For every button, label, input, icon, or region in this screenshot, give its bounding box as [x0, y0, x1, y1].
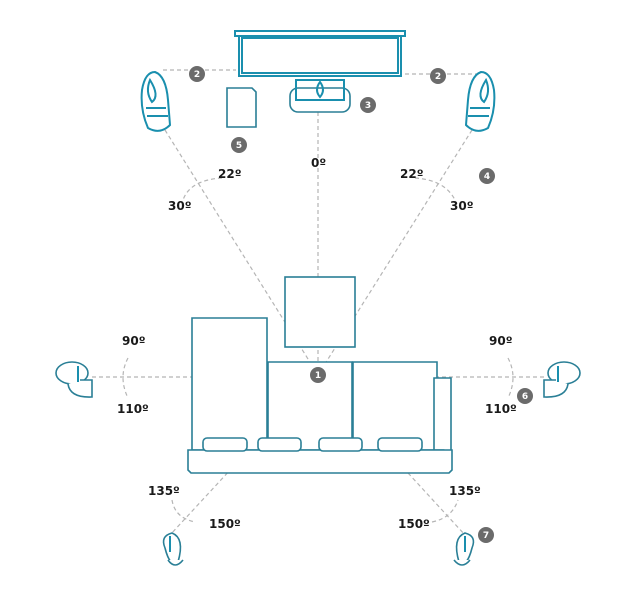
- angle-front-right-inner: 22º: [400, 167, 424, 181]
- angle-side-right-top: 90º: [489, 334, 513, 348]
- angle-front-left-inner: 22º: [218, 167, 242, 181]
- svg-text:6: 6: [522, 392, 528, 402]
- badge-center: 3: [360, 97, 376, 113]
- badge-front-left: 2: [189, 66, 205, 82]
- sofa-icon: [187, 317, 453, 474]
- center-speaker-icon: [289, 79, 351, 113]
- tv-icon: [234, 30, 406, 77]
- svg-text:2: 2: [194, 70, 200, 80]
- svg-text:1: 1: [315, 371, 321, 381]
- badge-side: 6: [517, 388, 533, 404]
- angle-rear-left-top: 135º: [148, 484, 180, 498]
- svg-text:3: 3: [365, 101, 371, 111]
- svg-text:5: 5: [236, 141, 242, 151]
- svg-text:7: 7: [483, 531, 489, 541]
- angle-front-right-outer: 30º: [450, 199, 474, 213]
- rear-left-speaker-icon: [162, 532, 184, 566]
- angle-side-left-top: 90º: [122, 334, 146, 348]
- badge-listener: 1: [310, 367, 326, 383]
- angle-side-right-bottom: 110º: [485, 402, 517, 416]
- svg-text:2: 2: [435, 72, 441, 82]
- angle-rear-right-top: 135º: [449, 484, 481, 498]
- angle-front-left-outer: 30º: [168, 199, 192, 213]
- subwoofer-icon: [226, 87, 257, 128]
- rear-right-speaker-icon: [453, 532, 475, 566]
- front-left-speaker-icon: [140, 70, 172, 132]
- ottoman-icon: [284, 276, 356, 348]
- badge-rear: 7: [478, 527, 494, 543]
- angle-rear-left-bottom: 150º: [209, 517, 241, 531]
- front-right-speaker-icon: [464, 70, 496, 132]
- angle-center: 0º: [311, 156, 326, 170]
- badge-front-right: 2: [430, 68, 446, 84]
- angle-side-left-bottom: 110º: [117, 402, 149, 416]
- badge-4: 4: [479, 168, 495, 184]
- angle-labels: 0º 22º 30º 22º 30º 90º 110º 90º 110º 135…: [117, 156, 517, 531]
- side-right-speaker-icon: [543, 361, 581, 398]
- badge-subwoofer: 5: [231, 137, 247, 153]
- svg-text:4: 4: [484, 172, 490, 182]
- side-left-speaker-icon: [55, 361, 93, 398]
- angle-rear-right-bottom: 150º: [398, 517, 430, 531]
